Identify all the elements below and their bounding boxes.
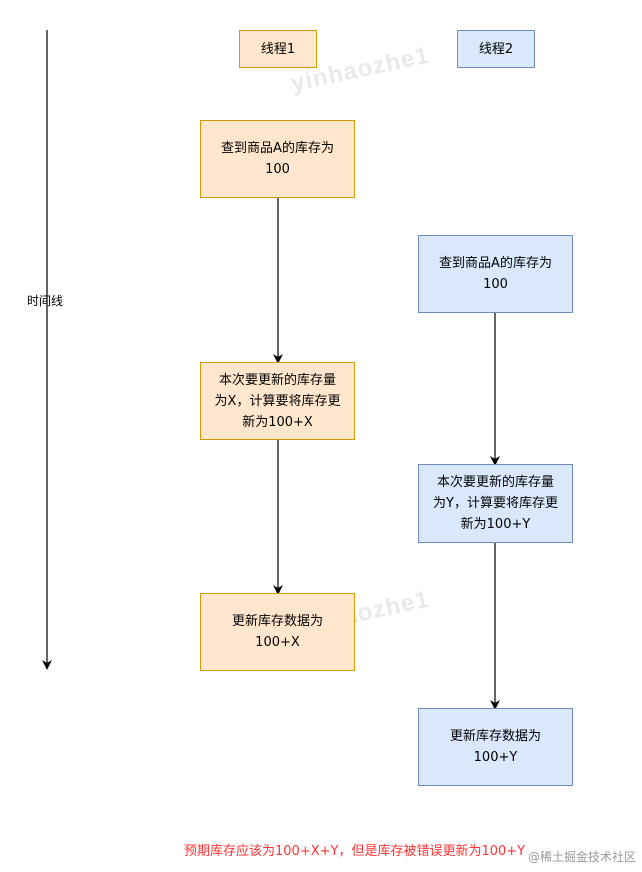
- thread1-header-label: 线程1: [260, 41, 296, 57]
- thread1-step-query: 查到商品A的库存为 100: [200, 120, 355, 198]
- thread2-step-update: 更新库存数据为 100+Y: [418, 708, 573, 786]
- thread1-step-compute-text: 本次要更新的库存量 为X，计算要将库存更 新为100+X: [214, 372, 341, 430]
- thread2-step-update-text: 更新库存数据为 100+Y: [449, 729, 541, 765]
- thread1-step-compute: 本次要更新的库存量 为X，计算要将库存更 新为100+X: [200, 362, 355, 440]
- source-watermark: @稀土掘金技术社区: [527, 850, 636, 864]
- thread1-step-update-text: 更新库存数据为 100+X: [231, 614, 323, 650]
- thread1-step-query-text: 查到商品A的库存为 100: [221, 141, 334, 177]
- thread1-step-update: 更新库存数据为 100+X: [200, 593, 355, 671]
- thread2-header-label: 线程2: [478, 41, 514, 57]
- timeline-label: 时间线: [27, 294, 64, 308]
- thread2-header: 线程2: [457, 30, 535, 68]
- thread1-header: 线程1: [239, 30, 317, 68]
- thread2-step-query: 查到商品A的库存为 100: [418, 235, 573, 313]
- thread2-step-compute: 本次要更新的库存量 为Y，计算要将库存更 新为100+Y: [418, 464, 573, 543]
- thread2-step-compute-text: 本次要更新的库存量 为Y，计算要将库存更 新为100+Y: [433, 475, 558, 532]
- conclusion-note: 预期库存应该为100+X+Y，但是库存被错误更新为100+Y: [184, 844, 526, 859]
- thread2-step-query-text: 查到商品A的库存为 100: [439, 256, 552, 292]
